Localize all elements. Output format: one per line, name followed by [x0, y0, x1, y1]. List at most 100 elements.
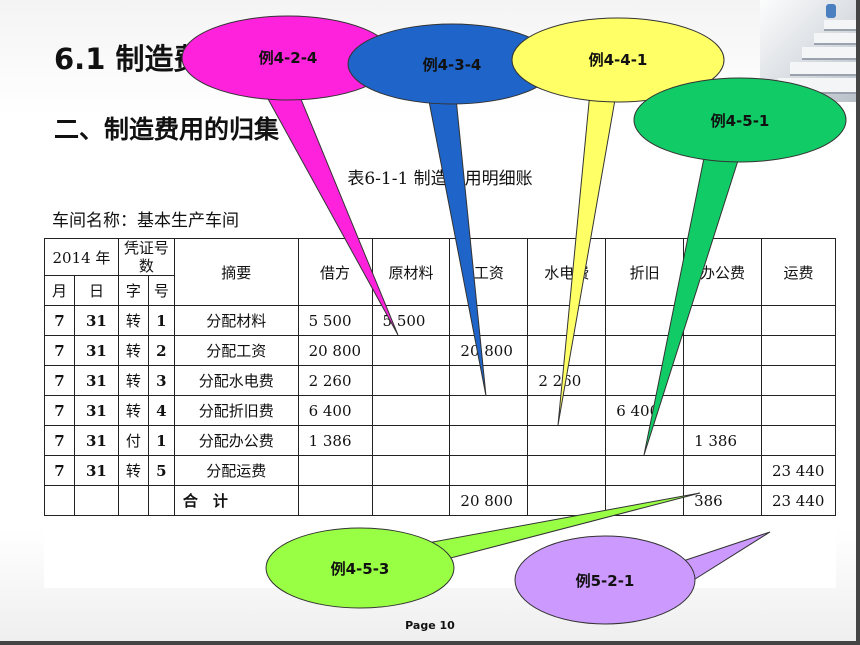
cell-num: 1: [147, 425, 175, 456]
overhead-ledger: 表6-1-1 制造费用明细账 车间名称：基本生产车间 2014 年 凭证号数 摘…: [44, 158, 837, 588]
cell-num: 3: [147, 365, 175, 396]
cell-summary: 分配水电费: [173, 365, 299, 396]
table-row: 7 31 转 3 分配水电费 2 260 2 260: [44, 365, 837, 396]
cell-utilities: [527, 425, 607, 456]
cell-wages: [449, 365, 529, 396]
total-office: 386: [683, 485, 762, 516]
cell-day: 31: [73, 335, 119, 366]
cell-utilities: [527, 395, 607, 426]
header-row: 2014 年 凭证号数 摘要 借方 原材料 工资 水电费 折旧 办公费 运费: [44, 238, 837, 306]
cell-utilities: [527, 455, 607, 486]
table-row: 7 31 转 1 分配材料 5 500 5 500: [44, 305, 837, 336]
cell-wages: 20 800: [449, 335, 529, 366]
page-number: Page 10: [405, 619, 455, 632]
total-row: 合 计 20 800 386 23 440: [44, 485, 837, 516]
ledger-table: 2014 年 凭证号数 摘要 借方 原材料 工资 水电费 折旧 办公费 运费 月…: [44, 238, 837, 516]
total-utilities: [527, 485, 607, 516]
callout-label: 例4-4-1: [589, 51, 648, 69]
callout-5-2-1: 例5-2-1: [514, 531, 771, 625]
table-row: 7 31 转 4 分配折旧费 6 400 6 400: [44, 395, 837, 426]
callout-4-2-4: 例4-2-4: [181, 15, 399, 336]
cell-num: 1: [147, 305, 175, 336]
cell-char: 付: [117, 425, 149, 456]
total-label: 合 计: [173, 485, 299, 516]
cell-freight: [760, 335, 837, 366]
cell-blank: [117, 485, 149, 516]
callout-label: 例5-2-1: [576, 572, 635, 590]
cell-char: 转: [117, 455, 149, 486]
workshop-name: 车间名称：基本生产车间: [52, 211, 239, 231]
header-materials: 原材料: [371, 238, 451, 306]
stair-step: [824, 20, 856, 31]
cell-day: 31: [73, 455, 119, 486]
cell-materials: [371, 365, 451, 396]
slide-subtitle: 二、制造费用的归集: [54, 115, 280, 144]
cell-debit: 20 800: [297, 335, 373, 366]
cell-month: 7: [44, 305, 75, 336]
callout-label: 例4-2-4: [259, 49, 318, 67]
header-freight: 运费: [760, 238, 837, 306]
staircase-graphic: [760, 0, 856, 102]
header-utilities: 水电费: [527, 238, 607, 306]
callout-pointer: [261, 87, 399, 336]
total-freight: 23 440: [760, 485, 837, 516]
cell-freight: 23 440: [760, 455, 837, 486]
cell-wages: [449, 455, 529, 486]
callout-pointer: [643, 147, 743, 456]
cell-day: 31: [73, 425, 119, 456]
cell-materials: [371, 425, 451, 456]
cell-office: [683, 365, 762, 396]
callout-4-5-3: 例4-5-3: [265, 492, 701, 609]
cell-office: [683, 395, 762, 426]
cell-num: 4: [147, 395, 175, 426]
cell-month: 7: [44, 365, 75, 396]
cell-depreciation: 6 400: [605, 395, 685, 426]
cell-wages: [449, 395, 529, 426]
cell-summary: 分配办公费: [173, 425, 299, 456]
cell-month: 7: [44, 395, 75, 426]
callout-label: 例4-5-1: [711, 112, 770, 130]
cell-char: 转: [117, 305, 149, 336]
cell-blank: [147, 485, 175, 516]
callout-pointer: [557, 91, 617, 426]
cell-day: 31: [73, 395, 119, 426]
cell-day: 31: [73, 365, 119, 396]
table-row: 7 31 付 1 分配办公费 1 386 1 386: [44, 425, 837, 456]
cell-month: 7: [44, 335, 75, 366]
callout-4-5-1: 例4-5-1: [633, 77, 847, 456]
header-num: 号: [147, 275, 175, 306]
table-row: 7 31 转 5 分配运费 23 440: [44, 455, 837, 486]
header-voucher: 凭证号数: [117, 238, 175, 276]
header-year: 2014 年: [44, 238, 119, 276]
cell-office: [683, 455, 762, 486]
cell-debit: 5 500: [297, 305, 373, 336]
cell-debit: 1 386: [297, 425, 373, 456]
total-wages: 20 800: [449, 485, 529, 516]
cell-blank: [44, 485, 75, 516]
cell-freight: [760, 365, 837, 396]
cell-char: 转: [117, 365, 149, 396]
callout-bubble: [265, 527, 455, 609]
callout-bubble: [511, 17, 725, 103]
callout-label: 例4-3-4: [423, 56, 482, 74]
cell-summary: 分配运费: [173, 455, 299, 486]
cell-debit: 6 400: [297, 395, 373, 426]
callout-4-4-1: 例4-4-1: [511, 17, 725, 426]
cell-office: 1 386: [683, 425, 762, 456]
total-debit: [297, 485, 373, 516]
callout-pointer: [427, 95, 487, 397]
stair-step: [814, 33, 856, 45]
stair-step: [802, 47, 856, 60]
cell-wages: [449, 305, 529, 336]
header-char: 字: [117, 275, 149, 306]
stair-step: [790, 62, 856, 76]
cell-summary: 分配工资: [173, 335, 299, 366]
ledger-title: 表6-1-1 制造费用明细账: [347, 169, 533, 189]
cell-debit: [297, 455, 373, 486]
cell-num: 2: [147, 335, 175, 366]
total-materials: [371, 485, 451, 516]
cell-day: 31: [73, 305, 119, 336]
callout-bubble: [514, 535, 696, 625]
